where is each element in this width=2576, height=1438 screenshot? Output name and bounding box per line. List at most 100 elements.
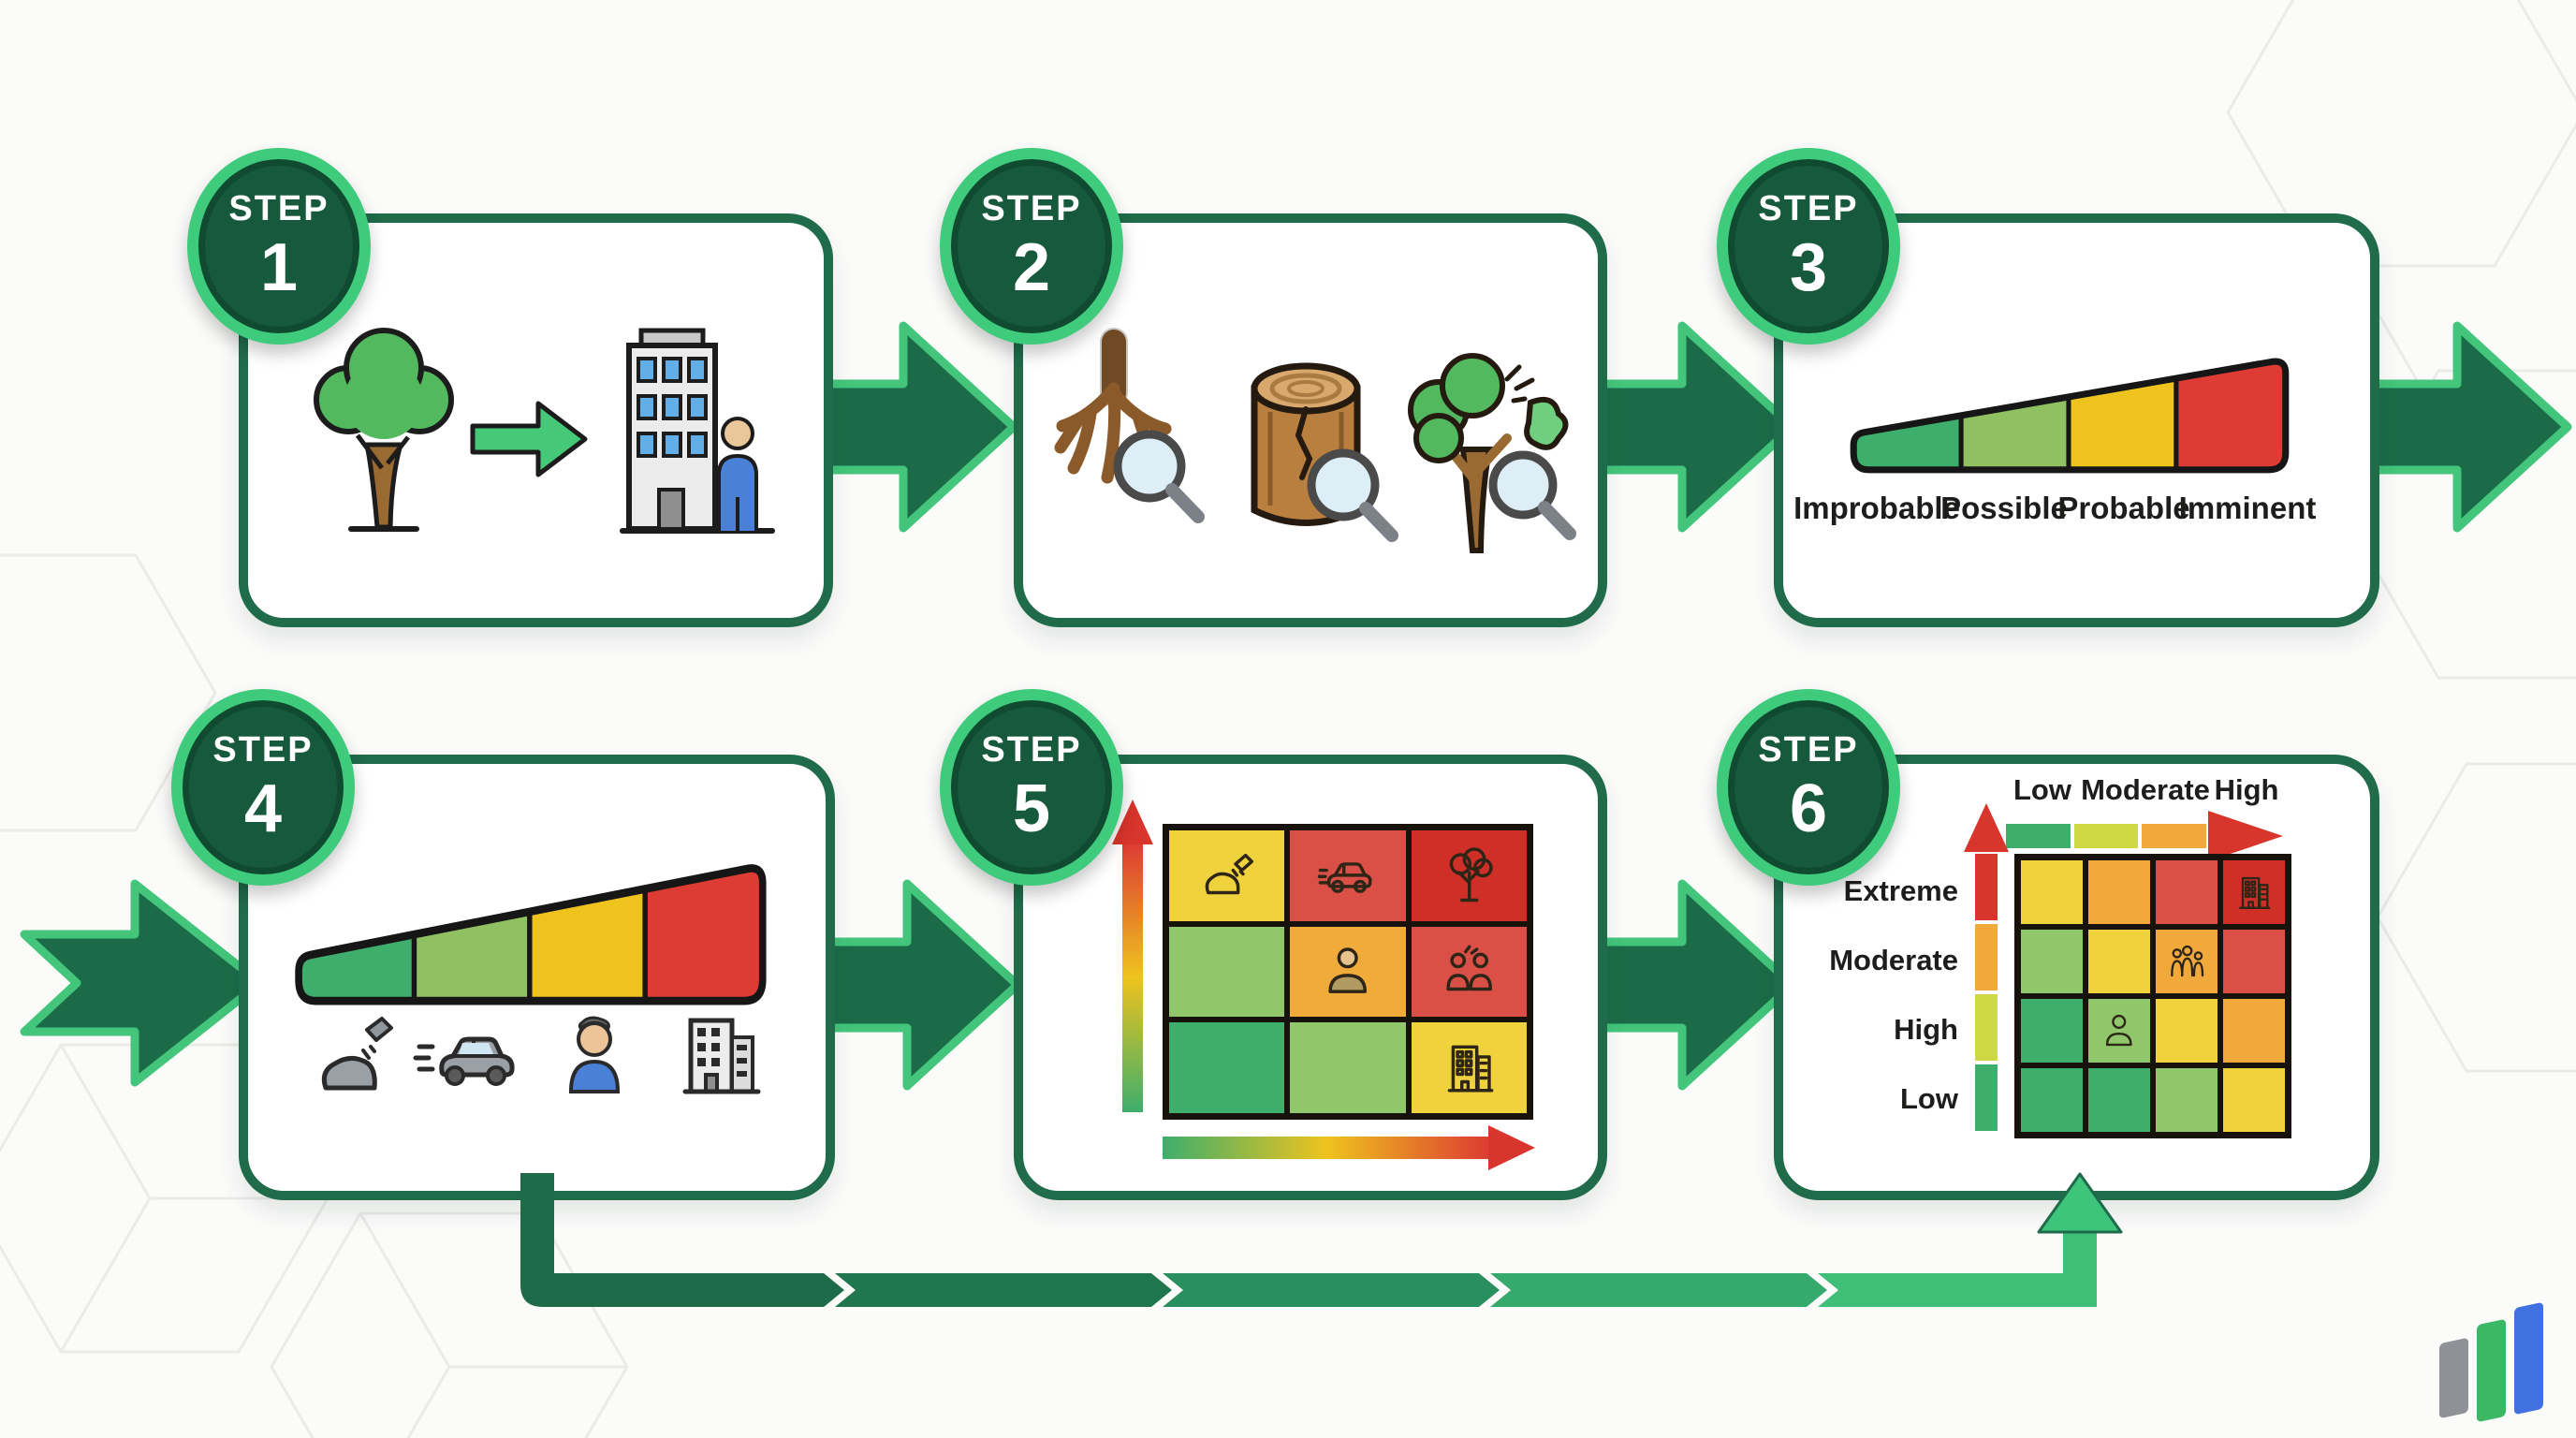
axis-segment xyxy=(1975,1064,1998,1131)
matrix-cell xyxy=(2220,996,2288,1065)
step-label: STEP xyxy=(228,189,329,228)
row-label-low: Low xyxy=(1900,1082,1958,1115)
roots-with-magnifier-icon xyxy=(1054,328,1205,523)
tree-icon xyxy=(1431,845,1507,905)
matrix-cell xyxy=(1408,1020,1530,1116)
matrix-cell xyxy=(2220,927,2288,996)
matrix-cell xyxy=(2086,927,2153,996)
step-6-badge: STEP 6 xyxy=(1717,689,1900,886)
step-label: STEP xyxy=(1758,730,1859,770)
matrix-cell xyxy=(1166,923,1288,1020)
family-icon xyxy=(2166,941,2207,983)
col-label-low: Low xyxy=(2013,773,2071,806)
rating-x-axis-arrowhead xyxy=(2208,811,2283,861)
flow-arrow-3-exit xyxy=(2362,321,2572,533)
matrix-cell xyxy=(2086,858,2153,927)
flow-arrow-enter-4 xyxy=(20,879,265,1087)
matrix-cell xyxy=(2153,1065,2220,1135)
consequence-gauge xyxy=(295,864,767,1005)
risk-rating-matrix-4x4 xyxy=(2014,854,2291,1138)
building-with-person-icon xyxy=(620,328,775,534)
matrix-cell xyxy=(2220,1065,2288,1135)
axis-segment xyxy=(2006,824,2071,848)
axis-segment xyxy=(1975,994,1998,1061)
rating-y-axis-arrowhead xyxy=(1964,803,2009,852)
step-label: STEP xyxy=(981,730,1082,770)
step-4-badge: STEP 4 xyxy=(171,689,355,886)
matrix-cell xyxy=(1408,923,1530,1020)
matrix-cell xyxy=(2018,858,2086,927)
car-icon xyxy=(1310,845,1385,905)
matrix-cell xyxy=(1408,828,1530,924)
axis-segment xyxy=(1975,854,1998,920)
step-number: 6 xyxy=(1789,771,1828,846)
rating-y-axis-bar xyxy=(1975,854,1998,1131)
likelihood-label-probable: Probable xyxy=(2057,491,2190,525)
matrix-cell xyxy=(1287,828,1409,924)
people-icon xyxy=(1431,942,1507,1002)
likelihood-x-axis-arrow xyxy=(1163,1137,1490,1159)
tree-icon xyxy=(314,328,454,532)
risk-matrix-3x3 xyxy=(1163,824,1533,1120)
rating-x-axis-bar xyxy=(2006,824,2207,848)
likelihood-label-improbable: Improbable xyxy=(1793,491,1960,525)
logo-bar-gray xyxy=(2439,1337,2468,1419)
building-icon xyxy=(682,1018,761,1094)
step-label: STEP xyxy=(1758,189,1859,228)
col-label-moderate: Moderate xyxy=(2081,773,2210,806)
matrix-cell xyxy=(2153,927,2220,996)
likelihood-label-possible: Possible xyxy=(1940,491,2068,525)
step-2-illustration xyxy=(1054,328,1576,553)
step-1-badge: STEP 1 xyxy=(187,148,371,345)
matrix-cell xyxy=(1287,1020,1409,1116)
building-icon xyxy=(1431,1038,1507,1098)
step-label: STEP xyxy=(981,189,1082,228)
step-3-badge: STEP 3 xyxy=(1717,148,1900,345)
step-1-illustration xyxy=(314,328,775,534)
matrix-cell xyxy=(2018,927,2086,996)
likelihood-x-axis-arrowhead xyxy=(1488,1125,1535,1170)
axis-segment xyxy=(2142,824,2207,848)
person-icon xyxy=(568,1016,621,1093)
matrix-cell xyxy=(2153,858,2220,927)
step-2-badge: STEP 2 xyxy=(940,148,1123,345)
logo-bar-blue xyxy=(2514,1301,2543,1416)
matrix-cell xyxy=(2018,996,2086,1065)
row-label-high: High xyxy=(1894,1013,1958,1046)
axis-segment xyxy=(1975,924,1998,990)
logo-bar-green xyxy=(2477,1318,2506,1423)
person-icon xyxy=(2099,1010,2140,1052)
axis-segment xyxy=(2073,824,2139,848)
rock-icon xyxy=(321,1017,393,1091)
step-number: 3 xyxy=(1789,230,1828,305)
row-label-moderate: Moderate xyxy=(1829,944,1958,976)
person-filled-icon xyxy=(1310,942,1385,1002)
car-icon xyxy=(413,1036,515,1086)
step-number: 2 xyxy=(1012,230,1051,305)
matrix-cell xyxy=(2086,1065,2153,1135)
flow-arrow-4-5 xyxy=(812,879,1022,1091)
matrix-cell xyxy=(2220,858,2288,927)
building-icon xyxy=(2233,872,2275,914)
likelihood-label-imminent: Imminent xyxy=(2178,491,2317,525)
row-label-extreme: Extreme xyxy=(1843,874,1958,907)
rock-chisel-icon xyxy=(1189,845,1265,905)
flow-arrow-2-3 xyxy=(1587,321,1797,533)
likelihood-gauge xyxy=(1850,358,2290,474)
flow-arrow-1-2 xyxy=(808,321,1018,533)
matrix-cell xyxy=(1166,828,1288,924)
matrix-cell xyxy=(1166,1020,1288,1116)
step-number: 1 xyxy=(259,230,299,305)
bar-chart-logo xyxy=(2430,1301,2576,1437)
matrix-cell xyxy=(2086,996,2153,1065)
matrix-cell xyxy=(2153,996,2220,1065)
step-number: 5 xyxy=(1012,771,1051,846)
target-icons-row xyxy=(321,1016,761,1094)
step-5-badge: STEP 5 xyxy=(940,689,1123,886)
step-number: 4 xyxy=(243,771,283,846)
arrow-right-icon xyxy=(470,401,588,477)
col-label-high: High xyxy=(2214,773,2279,806)
severity-y-axis-arrow xyxy=(1122,843,1143,1112)
flow-arrow-5-6 xyxy=(1587,879,1797,1091)
